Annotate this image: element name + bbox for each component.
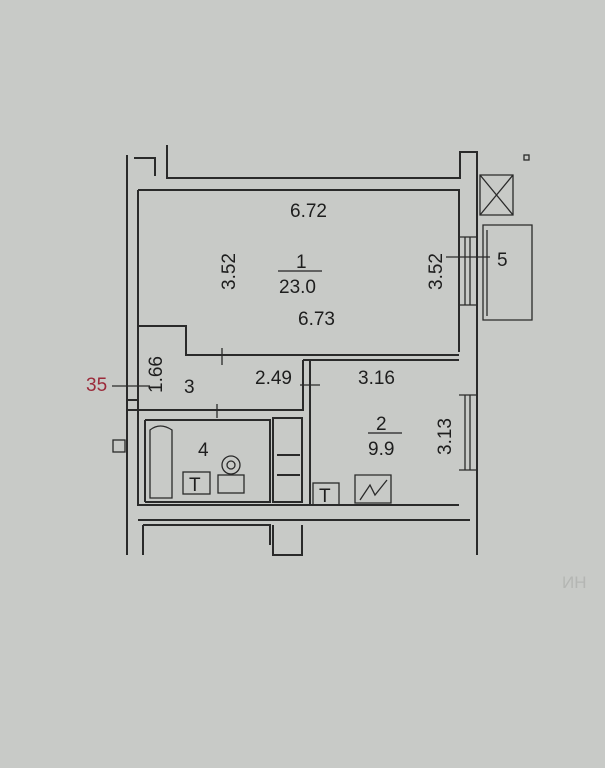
room1-number: 1 (296, 252, 307, 273)
room2-width: 3.16 (358, 368, 395, 389)
apartment-number: 35 (86, 375, 107, 396)
watermark: ИН (562, 573, 587, 592)
room2-height: 3.13 (435, 418, 456, 455)
room1-height-right: 3.52 (426, 253, 447, 290)
room1-area: 23.0 (279, 277, 316, 298)
room3-height: 1.66 (146, 356, 167, 393)
room3-number: 3 (184, 377, 195, 398)
tap-label: T (319, 486, 331, 507)
toilet-icon (217, 455, 245, 494)
room3-width: 2.49 (255, 368, 292, 389)
room2-number: 2 (376, 414, 387, 435)
walls (112, 145, 533, 556)
room2-area: 9.9 (368, 439, 394, 460)
room5-number: 5 (497, 250, 508, 271)
kitchen-tap-icon (312, 482, 340, 506)
bath-tap-icon (182, 471, 211, 495)
tap-label: T (189, 475, 201, 496)
room1-height-left: 3.52 (219, 253, 240, 290)
room1-width-bottom: 6.73 (298, 309, 335, 330)
room1-width-top: 6.72 (290, 201, 327, 222)
room4-number: 4 (198, 440, 209, 461)
